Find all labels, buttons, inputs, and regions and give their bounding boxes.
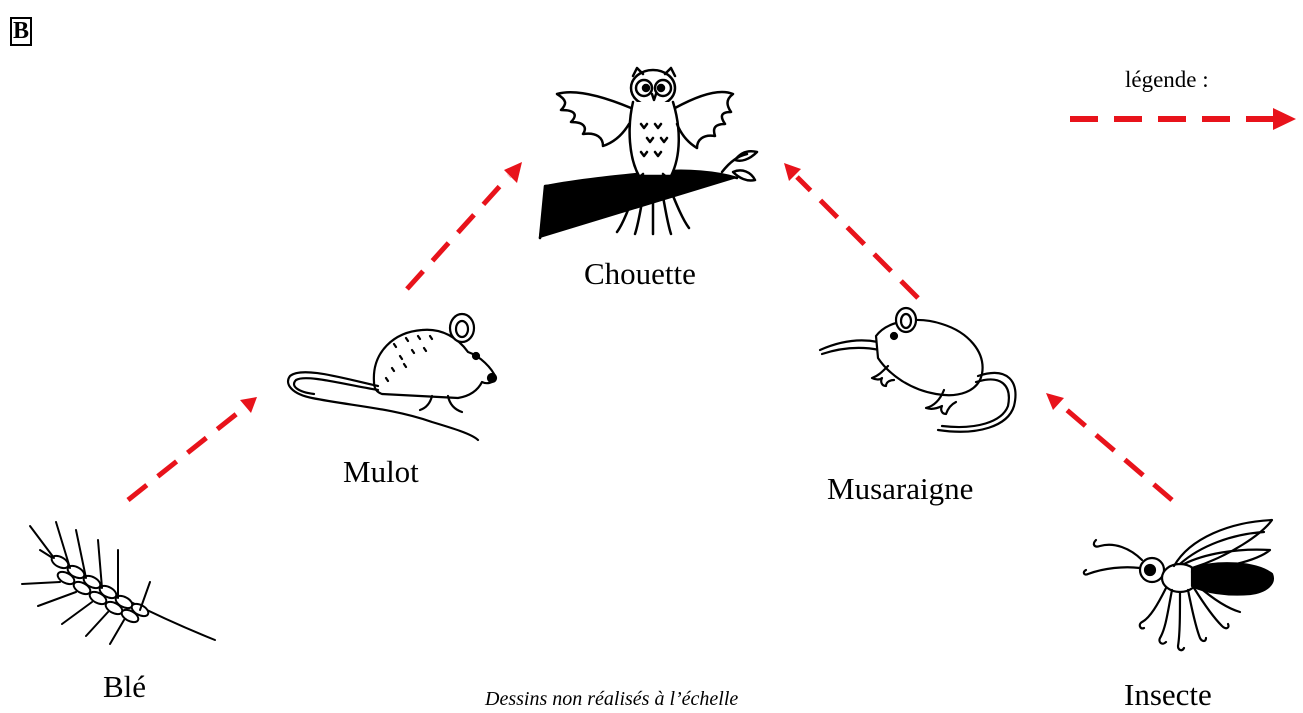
arrow-insecte-to-musaraigne <box>1046 393 1172 500</box>
label-ble: Blé <box>103 671 146 702</box>
arrow-mulot-to-chouette <box>407 162 522 289</box>
label-mulot: Mulot <box>343 456 419 487</box>
owl-icon <box>537 68 762 240</box>
wheat-icon <box>20 520 218 648</box>
insect-icon <box>1080 518 1282 652</box>
arrow-musaraigne-to-chouette <box>784 163 918 298</box>
label-musaraigne: Musaraigne <box>827 473 973 504</box>
label-chouette: Chouette <box>584 258 696 289</box>
shrew-icon <box>818 306 1020 441</box>
label-insecte: Insecte <box>1124 679 1212 710</box>
mouse-icon <box>282 312 502 444</box>
arrow-ble-to-mulot <box>128 397 257 500</box>
scale-note: Dessins non réalisés à l’échelle <box>485 689 738 709</box>
